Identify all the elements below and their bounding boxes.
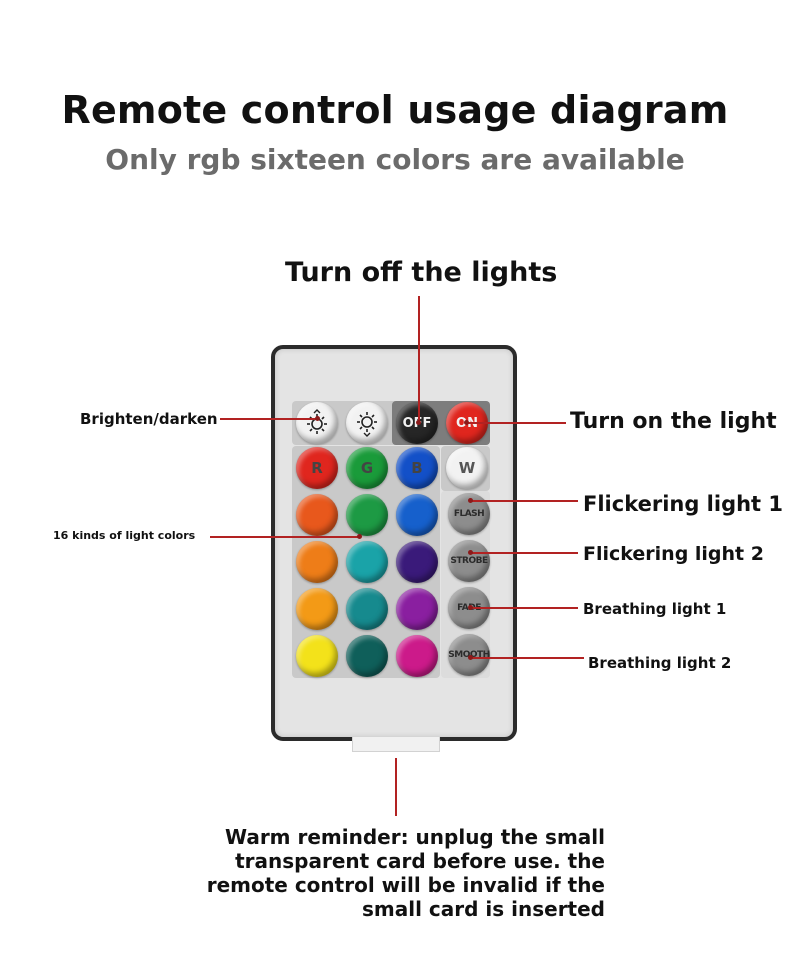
page-subtitle: Only rgb sixteen colors are available (105, 143, 685, 176)
callout-flicker-1: Flickering light 1 (583, 492, 784, 516)
page-title: Remote control usage diagram (61, 88, 729, 132)
callout-line-breath1 (470, 607, 578, 609)
color-button[interactable] (296, 635, 338, 677)
color-button[interactable] (396, 588, 438, 630)
color-button-b[interactable]: B (396, 447, 438, 489)
callout-dot-on (464, 420, 469, 425)
callout-line-breath2 (470, 657, 584, 659)
color-button[interactable] (296, 588, 338, 630)
color-button[interactable] (396, 635, 438, 677)
color-button[interactable] (346, 494, 388, 536)
callout-line-card (395, 758, 397, 816)
callout-dot-breath1 (468, 605, 473, 610)
reminder-line-2: transparent card before use. the (235, 849, 605, 873)
reminder-line-1: Warm reminder: unplug the small (224, 825, 605, 849)
callout-line-on (466, 422, 566, 424)
color-button[interactable] (296, 541, 338, 583)
color-button-w[interactable]: W (446, 447, 488, 489)
color-button[interactable] (346, 635, 388, 677)
callout-line-off (418, 296, 420, 422)
callout-colors: 16 kinds of light colors (53, 529, 196, 542)
callout-breath-2: Breathing light 2 (588, 654, 732, 672)
callout-dot-flicker2 (468, 550, 473, 555)
callout-dot-brighten (315, 416, 320, 421)
color-button[interactable] (346, 541, 388, 583)
callout-dot-flicker1 (468, 498, 473, 503)
reminder-line-3: remote control will be invalid if the (206, 873, 605, 897)
strobe-button[interactable]: STROBE (448, 540, 490, 582)
warm-reminder: Warm reminder: unplug the small transpar… (150, 825, 605, 921)
callout-line-brighten (220, 418, 318, 420)
callout-dot-colors (357, 534, 362, 539)
callout-line-colors (210, 536, 360, 538)
callout-turn-off: Turn off the lights (285, 257, 558, 288)
callout-line-flicker1 (470, 500, 578, 502)
sun-up-icon (307, 409, 327, 434)
brightness-up-button[interactable] (296, 402, 338, 444)
color-button[interactable] (296, 494, 338, 536)
sun-down-icon (357, 412, 377, 437)
color-button-g[interactable]: G (346, 447, 388, 489)
brightness-down-button[interactable] (346, 402, 388, 444)
color-button[interactable] (396, 541, 438, 583)
reminder-line-4: small card is inserted (362, 897, 605, 921)
callout-brighten: Brighten/darken (80, 410, 218, 428)
callout-dot-breath2 (468, 655, 473, 660)
battery-card-tab (352, 737, 440, 752)
callout-breath-1: Breathing light 1 (583, 600, 727, 618)
callout-line-flicker2 (470, 552, 578, 554)
color-button[interactable] (346, 588, 388, 630)
callout-flicker-2: Flickering light 2 (583, 543, 764, 565)
color-button-r[interactable]: R (296, 447, 338, 489)
callout-dot-off (416, 420, 421, 425)
color-button[interactable] (396, 494, 438, 536)
callout-turn-on: Turn on the light (570, 409, 777, 434)
